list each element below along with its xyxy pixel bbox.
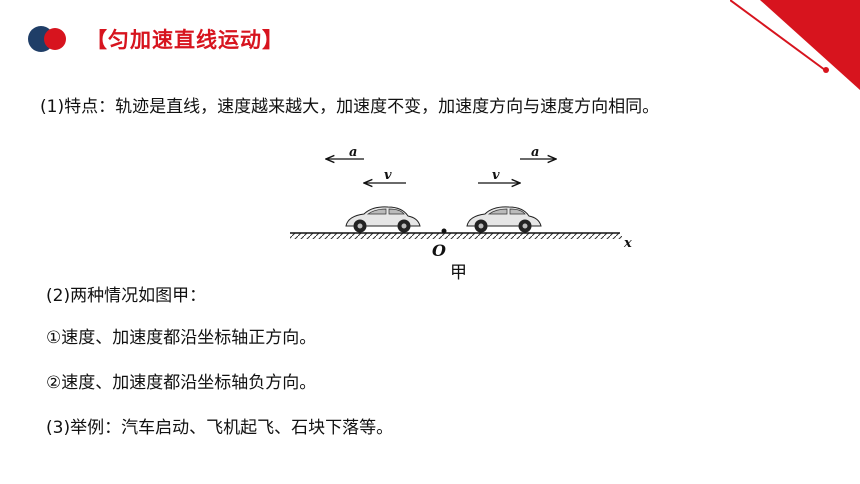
case-negative-text: ②速度、加速度都沿坐标轴负方向。: [46, 373, 317, 393]
corner-decoration-icon: [730, 0, 860, 90]
page-title: 【匀加速直线运动】: [86, 28, 284, 52]
axis-label: x: [623, 236, 632, 251]
motion-diagram: a v v a O x: [290, 145, 632, 260]
cases-intro-text: (2)两种情况如图甲：: [46, 286, 207, 306]
left-velocity-label: v: [384, 168, 392, 183]
case-positive-text: ①速度、加速度都沿坐标轴正方向。: [46, 328, 317, 348]
header-dots-icon: [28, 26, 76, 52]
left-accel-label: a: [349, 145, 357, 160]
origin-point: [441, 228, 447, 234]
right-velocity-label: v: [492, 168, 500, 183]
ground-hatching: [290, 233, 622, 239]
examples-text: (3)举例：汽车启动、飞机起飞、石块下落等。: [46, 418, 394, 438]
red-dot-icon: [44, 28, 66, 50]
right-accel-label: a: [531, 145, 539, 160]
feature-text: (1)特点：轨迹是直线，速度越来越大，加速度不变，加速度方向与速度方向相同。: [40, 97, 660, 117]
car-icon: [466, 206, 542, 233]
figure-caption: 甲: [450, 263, 467, 283]
origin-label: O: [432, 241, 446, 260]
car-icon: [345, 206, 421, 233]
